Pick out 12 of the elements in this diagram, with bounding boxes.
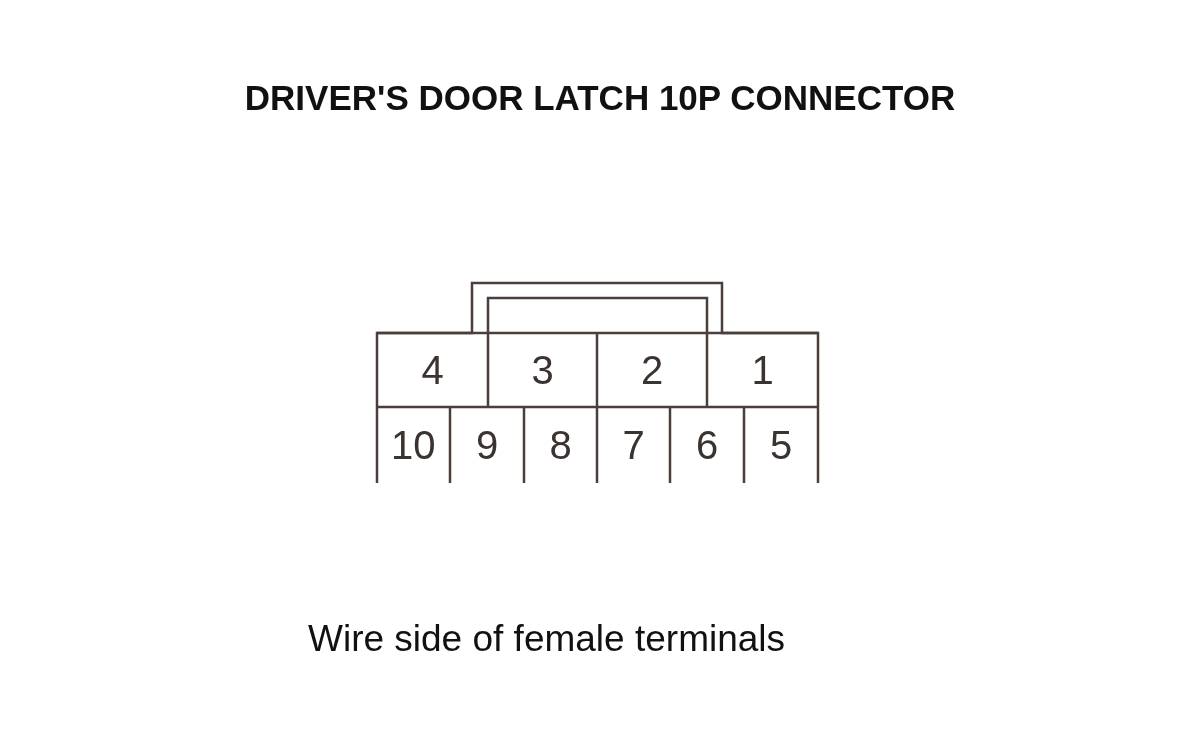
title: DRIVER'S DOOR LATCH 10P CONNECTOR — [243, 78, 957, 118]
pin-number: 7 — [622, 425, 645, 465]
pin-number: 1 — [751, 350, 774, 390]
pin-number: 8 — [549, 425, 572, 465]
pin-number: 2 — [641, 350, 664, 390]
caption: Wire side of female terminals — [308, 618, 786, 660]
pin-number: 4 — [421, 350, 444, 390]
pin-number: 5 — [770, 425, 793, 465]
pin-number: 6 — [696, 425, 719, 465]
pin-number: 3 — [531, 350, 554, 390]
pin-number: 9 — [476, 425, 499, 465]
pin-number: 10 — [391, 425, 436, 465]
